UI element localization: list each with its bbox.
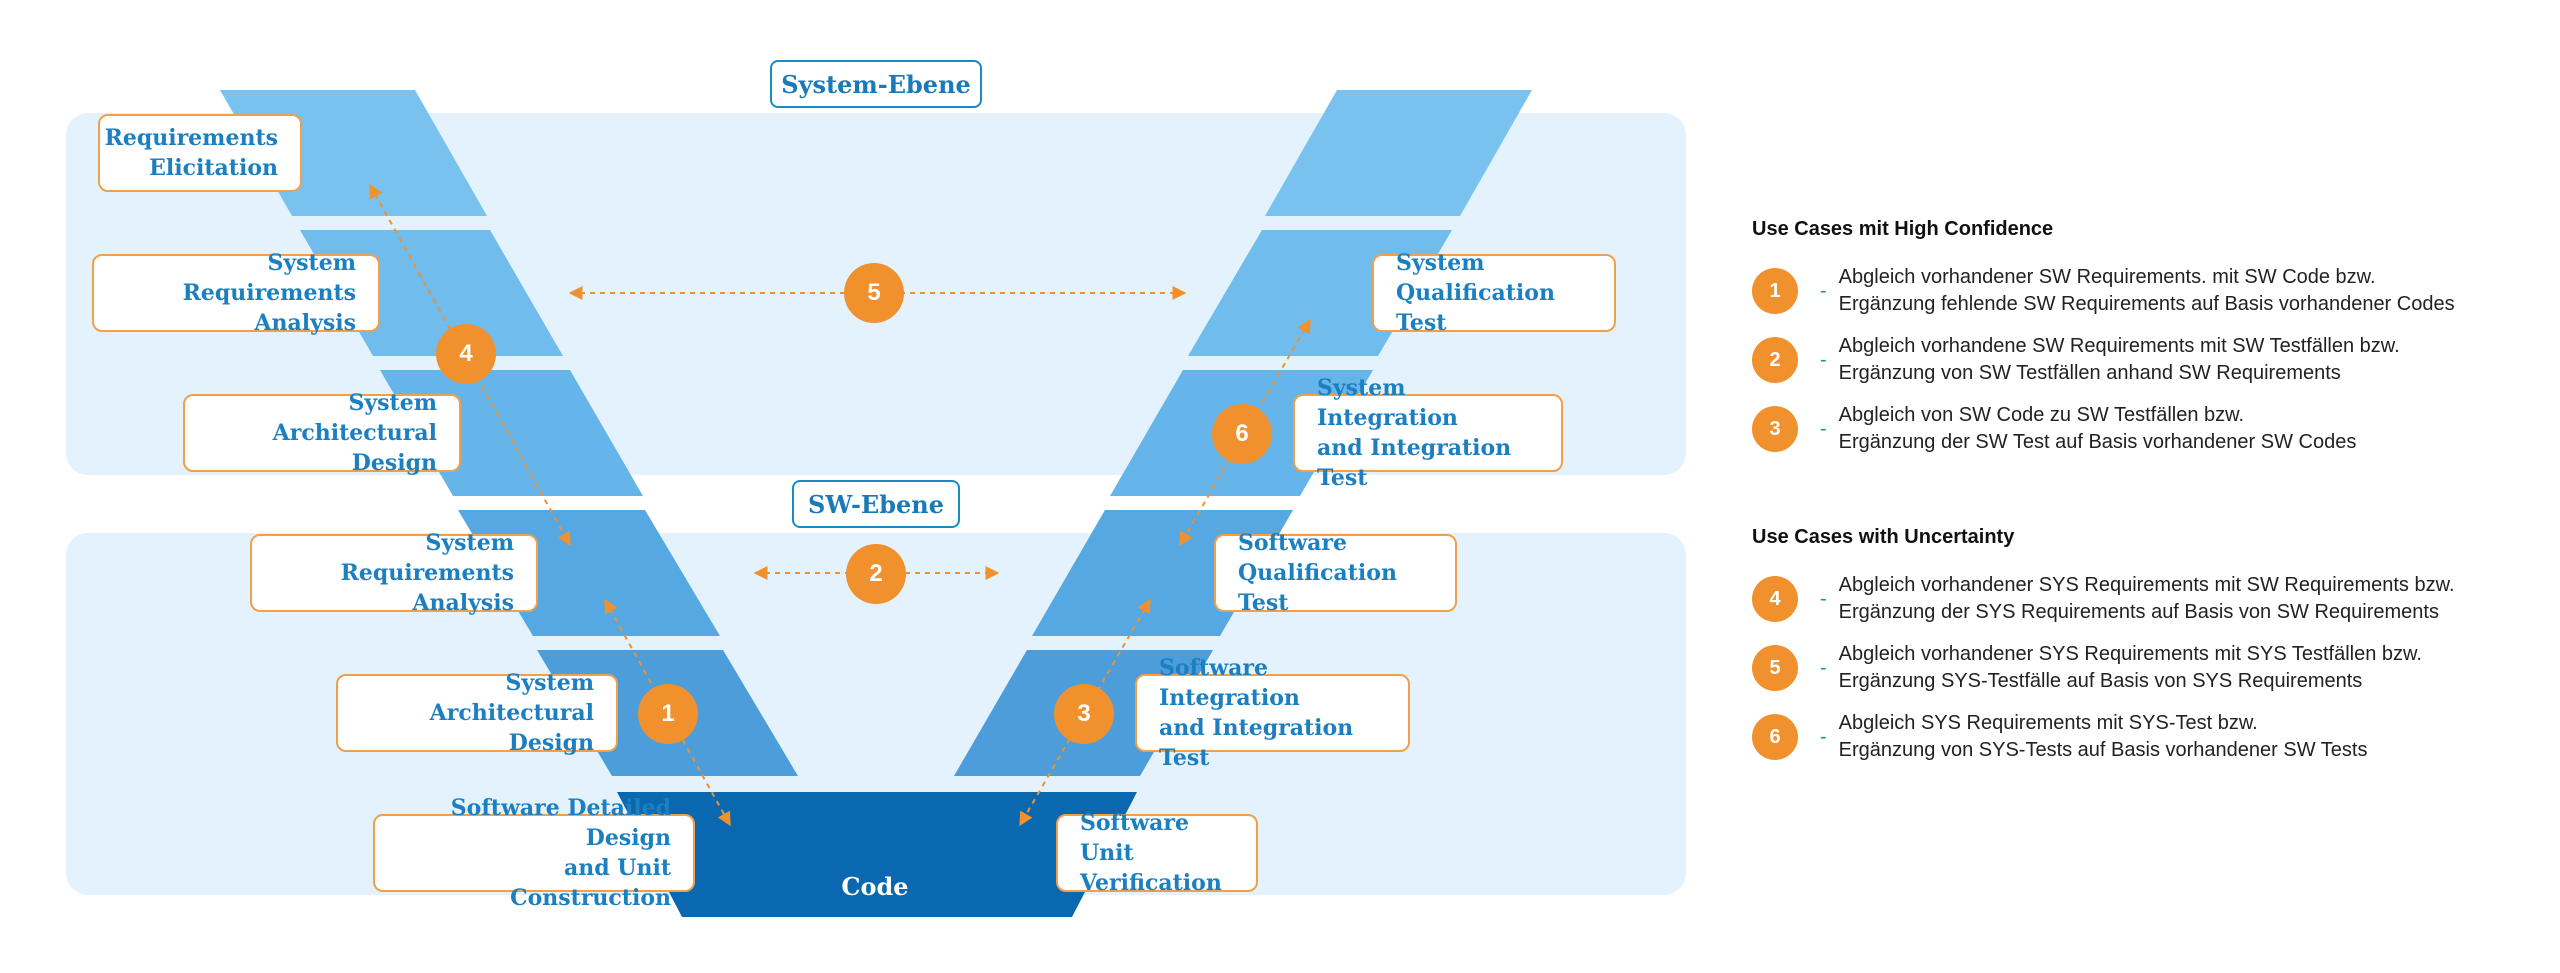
right-stage-4-line1: Software Integration [1159,655,1300,711]
left-stage-1-line1: Requirements [104,125,278,151]
legend-item-3-text: Abgleich von SW Code zu SW Testfällen bz… [1839,402,2357,456]
right-stage-software-integration-test: Software Integration and Integration Tes… [1135,655,1410,771]
left-stage-system-requirements-analysis: System Requirements Analysis [92,250,380,336]
right-stage-3-line1: Software [1238,530,1347,556]
legend-item-5-text: Abgleich vorhandener SYS Requirements mi… [1839,641,2422,695]
legend-item-4-text: Abgleich vorhandener SYS Requirements mi… [1839,572,2455,626]
connector-4 [369,183,571,547]
right-stage-5-line1: Software Unit [1080,810,1189,866]
sw-level-tag: SW-Ebene [792,480,960,528]
right-stage-system-integration-test: System Integration and Integration Test [1293,375,1563,491]
right-stage-software-qualification-test: Software Qualification Test [1214,530,1457,616]
marker-3: 3 [1054,684,1114,744]
legend-item-4-dash: - [1820,587,1827,610]
legend-item-1: 1 - Abgleich vorhandener SW Requirements… [1752,264,2455,318]
left-stage-2-line2: Analysis [254,310,356,336]
legend-item-3-line1: Abgleich von SW Code zu SW Testfällen bz… [1838,404,2245,426]
left-stage-6-line2: and Unit Construction [510,855,671,911]
legend-item-4-line2: Ergänzung der SYS Requirements auf Basis… [1838,601,2439,623]
right-stage-1-line2: Qualification Test [1396,280,1555,336]
connector-6 [1179,318,1311,547]
legend-item-2-line2: Ergänzung von SW Testfällen anhand SW Re… [1838,362,2341,384]
legend-item-3-number: 3 [1752,406,1798,452]
legend-item-3-dash: - [1820,417,1827,440]
left-stage-6-line1: Software Detailed Design [450,795,671,851]
left-stage-requirements-elicitation: Requirements Elicitation [98,114,302,192]
legend-item-2-dash: - [1820,348,1827,371]
legend-item-1-text: Abgleich vorhandener SW Requirements. mi… [1839,264,2455,318]
marker-1: 1 [638,684,698,744]
legend-item-5-dash: - [1820,656,1827,679]
right-stage-4-line2: and Integration Test [1159,715,1354,771]
connector-3 [1019,598,1151,827]
marker-6: 6 [1212,404,1272,464]
legend-high-confidence: Use Cases mit High Confidence 1 - Abglei… [1752,218,2542,458]
legend-item-5-line2: Ergänzung SYS-Testfälle auf Basis von SY… [1838,670,2363,692]
left-stage-4-line2: Analysis [412,590,514,616]
legend-item-4: 4 - Abgleich vorhandener SYS Requirement… [1752,572,2455,626]
legend-item-2-line1: Abgleich vorhandene SW Requirements mit … [1838,335,2400,357]
right-stage-system-qualification-test: System Qualification Test [1372,250,1616,336]
legend-item-6-dash: - [1820,725,1827,748]
connector-1 [604,598,731,827]
legend-uncertainty: Use Cases with Uncertainty 4 - Abgleich … [1752,526,2542,766]
legend-item-2-number: 2 [1752,337,1798,383]
right-stage-1-line1: System [1396,250,1485,276]
left-stage-2-line1: System Requirements [182,250,356,306]
left-stage-5-line1: System Architectural [429,670,594,726]
right-stage-2-line2: and Integration Test [1317,435,1512,491]
legend-item-1-line1: Abgleich vorhandener SW Requirements. mi… [1838,266,2376,288]
legend-item-2: 2 - Abgleich vorhandene SW Requirements … [1752,333,2400,387]
right-stage-1-bar [1265,90,1532,216]
marker-2: 2 [846,544,906,604]
left-stage-system-architectural-design: System Architectural Design [183,390,461,476]
legend-high-title: Use Cases mit High Confidence [1752,218,2054,240]
left-stage-software-detailed-design: Software Detailed Design and Unit Constr… [373,795,695,911]
left-stage-sw-architectural-design: System Architectural Design [336,670,618,756]
legend-item-5-line1: Abgleich vorhandener SYS Requirements mi… [1838,643,2422,665]
right-stage-3-line2: Qualification Test [1238,560,1397,616]
left-stage-sw-requirements-analysis: System Requirements Analysis [250,530,538,616]
right-stage-2-line1: System Integration [1317,375,1458,431]
legend-uncertain-title: Use Cases with Uncertainty [1752,526,2015,548]
system-level-tag: System-Ebene [770,60,982,108]
legend-item-1-number: 1 [1752,268,1798,314]
legend-item-6-line1: Abgleich SYS Requirements mit SYS-Test b… [1838,712,2258,734]
legend-item-3: 3 - Abgleich von SW Code zu SW Testfälle… [1752,402,2356,456]
legend-item-3-line2: Ergänzung der SW Test auf Basis vorhande… [1838,431,2357,453]
left-stage-1-line2: Elicitation [149,155,278,181]
legend-item-6-text: Abgleich SYS Requirements mit SYS-Test b… [1839,710,2368,764]
left-stage-5-line2: Design [508,730,594,756]
code-label: Code [841,872,909,901]
left-stage-4-line1: System Requirements [340,530,514,586]
legend-item-4-line1: Abgleich vorhandener SYS Requirements mi… [1838,574,2455,596]
legend-item-6-number: 6 [1752,714,1798,760]
legend-item-5-number: 5 [1752,645,1798,691]
left-stage-3-line1: System [348,390,438,416]
legend-item-6: 6 - Abgleich SYS Requirements mit SYS-Te… [1752,710,2367,764]
legend-item-1-dash: - [1820,279,1827,302]
legend-item-5: 5 - Abgleich vorhandener SYS Requirement… [1752,641,2422,695]
marker-4: 4 [436,324,496,384]
right-stage-software-unit-verification: Software Unit Verification [1056,810,1258,896]
left-stage-3-line2: Architectural Design [272,420,437,476]
legend-item-2-text: Abgleich vorhandene SW Requirements mit … [1839,333,2400,387]
legend-item-6-line2: Ergänzung von SYS-Tests auf Basis vorhan… [1838,739,2368,761]
code-block [617,792,1137,917]
legend-item-4-number: 4 [1752,576,1798,622]
right-stage-5-line2: Verification [1080,870,1222,896]
legend-item-1-line2: Ergänzung fehlende SW Requirements auf B… [1838,293,2455,315]
marker-5: 5 [844,263,904,323]
